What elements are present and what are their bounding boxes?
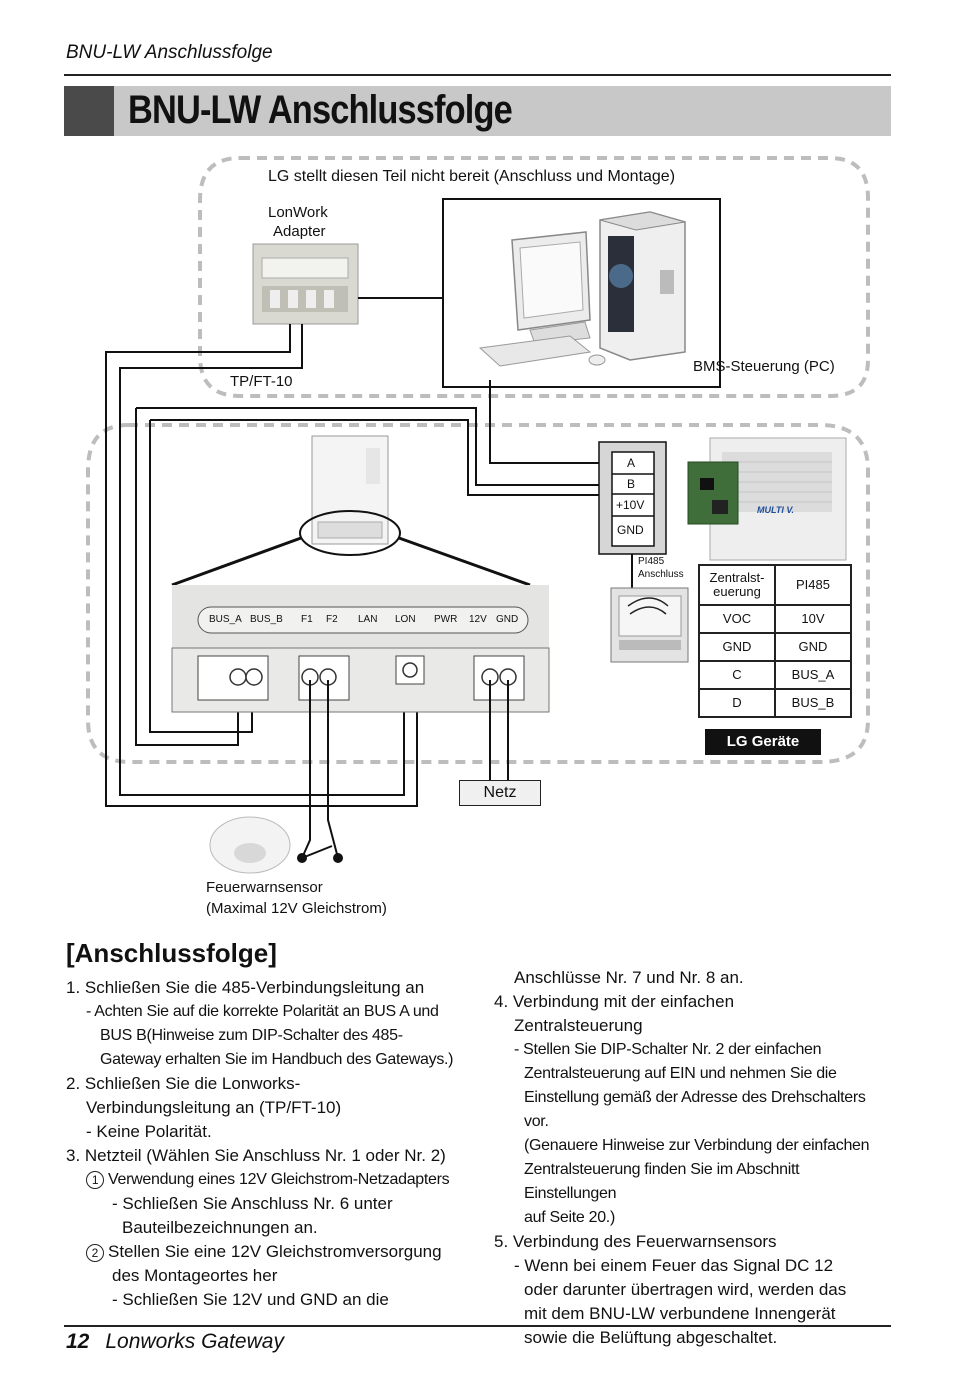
outdoor-unit-icon	[687, 437, 847, 561]
sensor-label-1: Feuerwarnsensor	[206, 879, 323, 896]
option-2-marker: 2	[86, 1243, 104, 1262]
footer-rule	[64, 1325, 891, 1327]
step-2-cont: Verbindungsleitung an (TP/FT-10)	[86, 1098, 342, 1117]
adapter-label-2: Adapter	[273, 223, 326, 240]
step-5: 5. Verbindung des Feuerwarnsensors	[494, 1232, 777, 1251]
multiv-logo: MULTI V.	[757, 505, 795, 515]
terminal-12v: 12V	[469, 614, 487, 625]
table-cell: GND	[798, 639, 828, 654]
pi485-a: A	[627, 456, 636, 470]
step-2-note: - Keine Polarität.	[86, 1122, 212, 1141]
table-cell: BUS_B	[791, 695, 835, 710]
step-1-note-cont: BUS B(Hinweise zum DIP-Schalter des 485-	[100, 1027, 403, 1044]
running-header: BNU-LW Anschlussfolge	[66, 42, 273, 63]
step-1: 1. Schließen Sie die 485-Verbindungsleit…	[66, 978, 425, 997]
pi485-gnd: GND	[617, 523, 644, 537]
step-3: 3. Netzteil (Wählen Sie Anschluss Nr. 1 …	[66, 1146, 446, 1165]
option-1-note: - Schließen Sie Anschluss Nr. 6 unter	[112, 1194, 393, 1213]
pi485-10v: +10V	[616, 498, 645, 512]
terminal-lan: LAN	[358, 614, 378, 625]
tp-label: TP/FT-10	[230, 373, 293, 390]
option-2-cont: des Montageortes her	[112, 1266, 278, 1285]
table-header-pi485: PI485	[796, 577, 830, 592]
terminal-bus-b: BUS_B	[250, 614, 283, 625]
option-1-note-cont: Bauteilbezeichnungen an.	[122, 1218, 318, 1237]
pc-monitor-icon	[478, 231, 606, 367]
wiring-diagram: LG stellt diesen Teil nicht bereit (Ansc…	[0, 140, 954, 940]
central-controller-icon	[610, 587, 689, 663]
step-5-note-cont: mit dem BNU-LW verbundene Innengerät	[524, 1304, 836, 1323]
table-cell: D	[732, 695, 742, 710]
terminal-bus-a: BUS_A	[209, 614, 242, 625]
step-1-note-cont: Gateway erhalten Sie im Handbuch des Gat…	[100, 1051, 454, 1068]
pi485-b: B	[627, 477, 636, 491]
step-4-note-cont: Einstellung gemäß der Adresse des Drehsc…	[524, 1089, 866, 1130]
option-2-note: - Schließen Sie 12V und GND an die	[112, 1290, 389, 1309]
supplied-area-boundary	[198, 156, 870, 398]
step-5-note-cont: oder darunter übertragen wird, werden da…	[524, 1280, 847, 1299]
adapter-label-1: LonWork	[268, 204, 328, 221]
sensor-label-2: (Maximal 12V Gleichstrom)	[206, 900, 387, 917]
lg-area-boundary	[86, 423, 870, 764]
terminal-f2: F2	[326, 614, 338, 625]
page-title: BNU-LW Anschlussfolge	[128, 88, 513, 132]
terminal-pwr: PWR	[434, 614, 458, 625]
pc-tower-icon	[599, 211, 686, 361]
step-4-note-cont: (Genauere Hinweise zur Verbindung der ei…	[524, 1137, 870, 1154]
bms-label: BMS-Steuerung (PC)	[693, 358, 835, 375]
footer: 12 Lonworks Gateway	[66, 1330, 284, 1354]
terminal-lon: LON	[395, 614, 416, 625]
zoom-ellipse	[299, 510, 401, 556]
title-bar	[64, 86, 891, 136]
pi485-label-2: Anschluss	[638, 569, 684, 580]
footer-title: Lonworks Gateway	[105, 1330, 284, 1353]
pin-mapping-table: Zentralst-euerung PI485 VOC 10V GND GND …	[698, 564, 852, 718]
table-cell: 10V	[801, 611, 825, 626]
step-4-note-cont: Zentralsteuerung finden Sie im Abschnitt…	[524, 1161, 800, 1202]
step-4-note-cont: Zentralsteuerung auf EIN und nehmen Sie …	[524, 1065, 837, 1082]
lg-devices-badge: LG Geräte	[705, 729, 821, 755]
step-2: 2. Schließen Sie die Lonworks-	[66, 1074, 301, 1093]
title-block	[64, 86, 114, 136]
netz-label: Netz	[459, 780, 541, 806]
section-title: [Anschlussfolge]	[66, 938, 277, 968]
instructions-left-column: 1. Schließen Sie die 485-Verbindungsleit…	[66, 976, 486, 1312]
table-cell: BUS_A	[791, 667, 835, 682]
fire-sensor-icon	[209, 816, 291, 874]
terminal-gnd: GND	[496, 614, 519, 625]
option-1-marker: 1	[86, 1170, 104, 1189]
step-4-cont: Zentralsteuerung	[514, 1016, 643, 1035]
option-1: Verwendung eines 12V Gleichstrom-Netzada…	[108, 1171, 450, 1188]
step-4: 4. Verbindung mit der einfachen	[494, 992, 735, 1011]
step-5-note-cont: sowie die Belüftung abgeschaltet.	[524, 1328, 778, 1347]
header-rule	[64, 74, 891, 76]
table-cell: VOC	[722, 611, 752, 626]
option-2: Stellen Sie eine 12V Gleichstromversorgu…	[108, 1242, 442, 1261]
step-1-note: - Achten Sie auf die korrekte Polarität …	[86, 1003, 439, 1020]
table-cell: C	[732, 667, 742, 682]
terminal-strip	[171, 585, 550, 713]
step-5-note: - Wenn bei einem Feuer das Signal DC 12	[514, 1256, 834, 1275]
not-supplied-note: LG stellt diesen Teil nicht bereit (Ansc…	[268, 168, 676, 185]
lonwork-adapter-icon	[252, 243, 359, 325]
step-4-note: - Stellen Sie DIP-Schalter Nr. 2 der ein…	[514, 1041, 822, 1058]
step-4-note-cont: auf Seite 20.)	[524, 1209, 615, 1226]
pi485-label-1: PI485	[638, 556, 665, 567]
instructions-right-column: Anschlüsse Nr. 7 und Nr. 8 an. 4. Verbin…	[494, 966, 894, 1350]
table-header-controller: Zentralst-euerung	[709, 570, 765, 599]
option-2-note-cont: Anschlüsse Nr. 7 und Nr. 8 an.	[514, 968, 744, 987]
table-cell: GND	[722, 639, 752, 654]
wiring-diagram-graphics	[86, 156, 870, 874]
terminal-f1: F1	[301, 614, 313, 625]
page-number: 12	[66, 1330, 90, 1353]
gateway-device-icon	[311, 435, 389, 545]
